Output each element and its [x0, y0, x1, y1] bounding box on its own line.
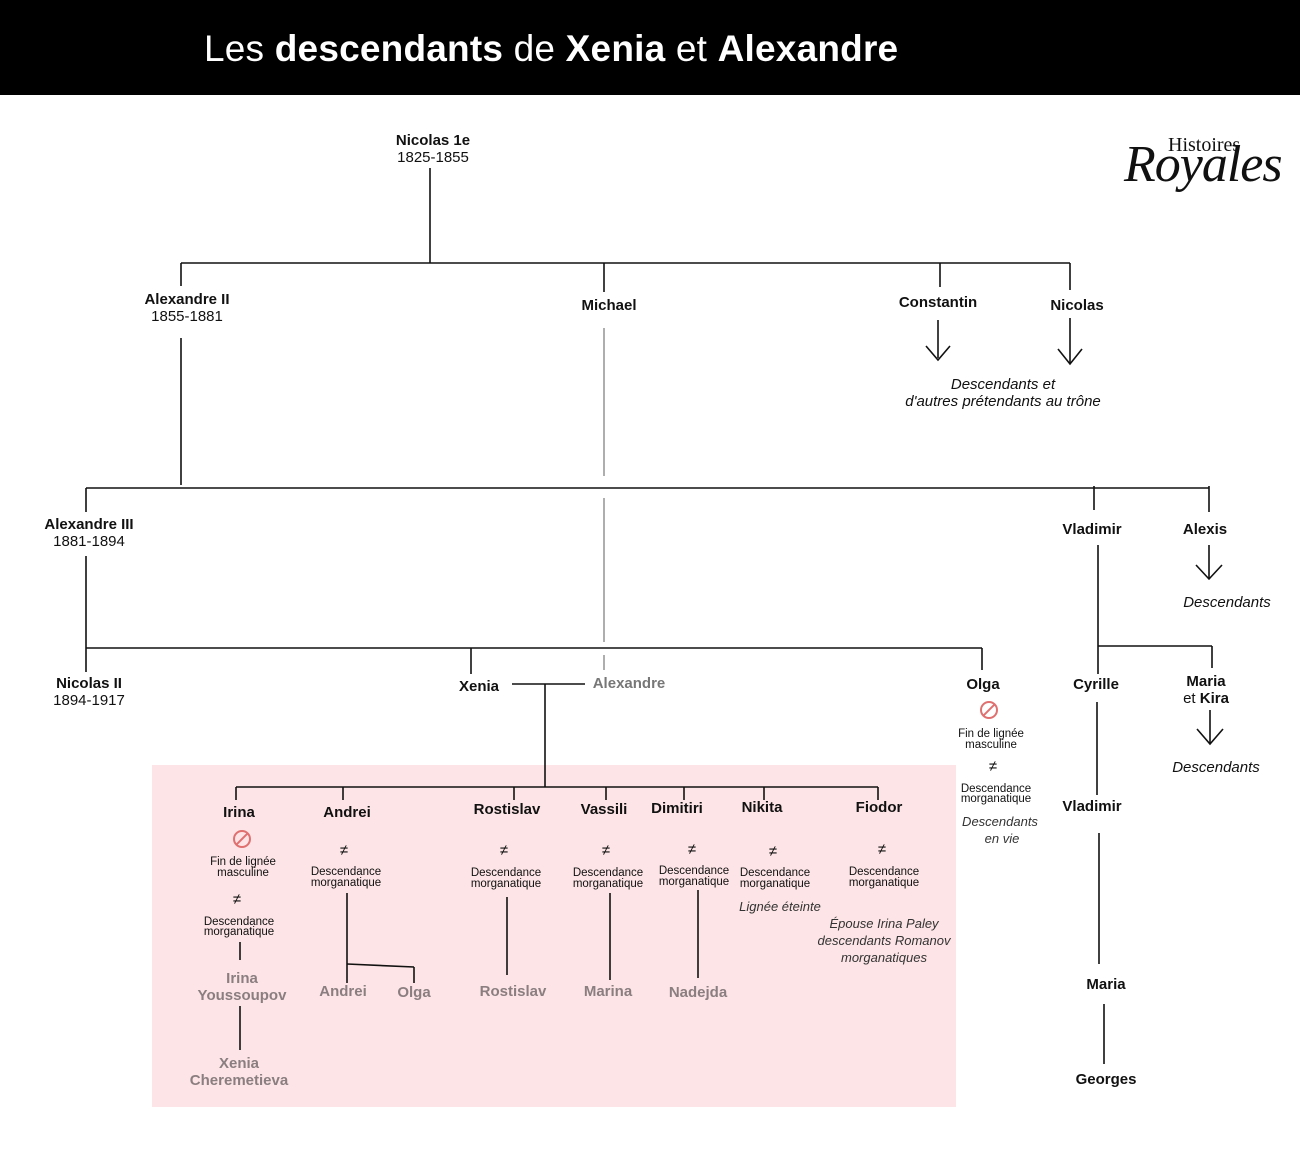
note-alive: Descendants	[962, 814, 1038, 829]
person-alexandre-ii: Alexandre II	[144, 291, 230, 308]
person-nadejda: Nadejda	[668, 984, 728, 1001]
note-morganatic: morganatique	[739, 878, 811, 890]
person-irina: Irina	[223, 804, 255, 821]
person-maria: Maria	[1186, 673, 1226, 690]
note-end-of-line: masculine	[965, 739, 1017, 751]
title-part: Xenia	[565, 28, 666, 69]
person-andrei-2: Andrei	[319, 983, 367, 1000]
note-morganatic: Descendance	[203, 916, 275, 928]
person-alexis: Alexis	[1182, 521, 1228, 538]
person-olga: Olga	[966, 676, 1000, 693]
title-part: descendants	[274, 28, 504, 69]
person-alexandre-iii: Alexandre III	[44, 516, 134, 533]
title-part: Les	[204, 28, 275, 69]
person-xenia-cheremetieva: Xenia	[218, 1055, 260, 1072]
person-nikita: Nikita	[741, 799, 783, 816]
person-dates: 1825-1855	[397, 149, 469, 166]
note-morganatic: Descendance	[572, 867, 644, 879]
page-title: Les descendants de Xenia et Alexandre	[204, 28, 898, 70]
note-fiodor: descendants Romanov	[817, 933, 951, 948]
note-morganatic: morganatique	[203, 926, 275, 938]
not-equal-icon: ≠	[499, 842, 509, 859]
note-morganatic: Descendance	[310, 866, 382, 878]
person-marina: Marina	[583, 983, 633, 1000]
person-dimitiri: Dimitiri	[651, 800, 703, 817]
note-alive: en vie	[984, 831, 1020, 846]
note-morganatic: Descendance	[658, 865, 730, 877]
person-nicolas-1e: Nicolas 1e	[395, 132, 471, 149]
person-georges: Georges	[1075, 1071, 1137, 1088]
person-xenia-cheremetieva: Cheremetieva	[189, 1072, 289, 1089]
person-vassili: Vassili	[580, 801, 628, 818]
prohibited-icon	[233, 830, 251, 848]
person-olga-2: Olga	[397, 984, 431, 1001]
conjunction: et	[1183, 690, 1200, 707]
note-morganatic: morganatique	[848, 877, 920, 889]
person-maria-2: Maria	[1086, 976, 1126, 993]
person-rostislav: Rostislav	[473, 801, 541, 818]
header-bar: Les descendants de Xenia et Alexandre	[0, 0, 1300, 95]
person-xenia: Xenia	[458, 678, 500, 695]
person-rostislav-2: Rostislav	[479, 983, 547, 1000]
note-morganatic: Descendance	[470, 867, 542, 879]
note-descendants: d'autres prétendants au trône	[905, 393, 1101, 410]
person-fiodor: Fiodor	[855, 799, 903, 816]
note-morganatic: Descendance	[739, 867, 811, 879]
not-equal-icon: ≠	[601, 842, 611, 859]
not-equal-icon: ≠	[339, 842, 349, 859]
not-equal-icon: ≠	[877, 841, 887, 858]
not-equal-icon: ≠	[988, 758, 998, 775]
person-andrei: Andrei	[323, 804, 371, 821]
person-constantin: Constantin	[898, 294, 978, 311]
person-michael: Michael	[581, 297, 637, 314]
note-morganatic: morganatique	[960, 793, 1032, 805]
not-equal-icon: ≠	[687, 841, 697, 858]
logo-small-text: Histoires	[1168, 134, 1241, 156]
note-morganatic: Descendance	[848, 866, 920, 878]
logo-big-text: Royales	[1124, 136, 1283, 193]
prohibited-icon	[980, 701, 998, 719]
not-equal-icon: ≠	[232, 891, 242, 908]
note-end-of-line: masculine	[217, 867, 269, 879]
xenia-descendants-highlight	[152, 765, 956, 1107]
person-nicolas: Nicolas	[1050, 297, 1104, 314]
note-descendants: Descendants	[1172, 759, 1260, 776]
person-dates: 1894-1917	[53, 692, 125, 709]
person-dates: 1881-1894	[53, 533, 125, 550]
note-descendants: Descendants et	[950, 376, 1056, 393]
title-part: de	[503, 28, 566, 69]
not-equal-icon: ≠	[768, 843, 778, 860]
person-kira-line: et Kira	[1183, 690, 1229, 707]
title-part: et	[665, 28, 718, 69]
note-fiodor: morganatiques	[841, 950, 927, 965]
person-vladimir-2: Vladimir	[1062, 798, 1122, 815]
note-morganatic: morganatique	[572, 878, 644, 890]
note-fiodor: Épouse Irina Paley	[829, 916, 939, 931]
person-irina-youssoupov: Youssoupov	[197, 987, 287, 1004]
note-end-of-line: Fin de lignée	[958, 728, 1024, 740]
note-end-of-line: Fin de lignée	[210, 856, 276, 868]
person-irina-youssoupov: Irina	[226, 970, 258, 987]
note-morganatic: morganatique	[658, 876, 730, 888]
note-descendants: Descendants	[1183, 594, 1271, 611]
note-morganatic: morganatique	[310, 877, 382, 889]
person-nicolas-ii: Nicolas II	[56, 675, 122, 692]
note-extinct-line: Lignée éteinte	[739, 899, 821, 914]
note-morganatic: Descendance	[960, 783, 1032, 795]
person-cyrille: Cyrille	[1073, 676, 1119, 693]
person-vladimir: Vladimir	[1062, 521, 1122, 538]
title-part: Alexandre	[717, 28, 899, 69]
person-kira: Kira	[1199, 690, 1229, 707]
note-morganatic: morganatique	[470, 878, 542, 890]
person-alexandre: Alexandre	[592, 675, 666, 692]
person-dates: 1855-1881	[151, 308, 223, 325]
